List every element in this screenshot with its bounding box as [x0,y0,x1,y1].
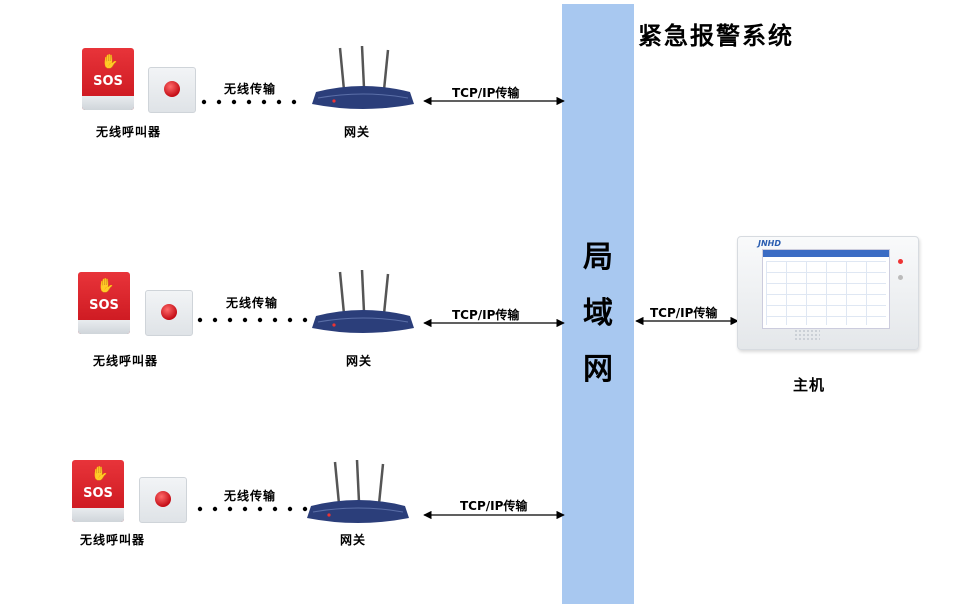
lan-label-1: 局 [583,240,613,275]
lan-bar: 局 域 网 [562,4,634,604]
router-icon [312,270,414,333]
sos-alarm-panel-icon: ✋ SOS [82,48,134,110]
row-1-dotted-link [201,99,297,105]
row-3-caller-label: 无线呼叫器 [80,533,146,547]
emergency-button-icon [145,290,193,336]
host-terminal-icon: JNHD [737,236,919,350]
router-icon [307,460,409,523]
row-2-caller-label: 无线呼叫器 [93,354,159,368]
row-1-wireless-label: 无线传输 [224,82,277,96]
host-label: 主机 [793,376,826,394]
row-3-gateway-label: 网关 [340,533,367,547]
sos-text: SOS [93,74,123,89]
row-2-dotted-link [197,317,308,323]
sos-text: SOS [89,298,119,313]
emergency-button-icon [148,67,196,113]
sos-text: SOS [83,486,113,501]
lan-label-3: 网 [583,352,613,387]
hand-icon: ✋ [101,54,119,70]
hand-icon: ✋ [97,278,115,294]
host-link-label: TCP/IP传输 [650,306,718,320]
hand-icon: ✋ [91,466,109,482]
row-1-link-label: TCP/IP传输 [452,86,520,100]
router-icon [312,46,414,109]
power-indicator [898,259,903,264]
row-3-wireless-label: 无线传输 [224,489,277,503]
row-3-dotted-link [197,506,308,512]
emergency-button-icon [139,477,187,523]
row-2-gateway-label: 网关 [346,354,373,368]
sos-alarm-panel-icon: ✋ SOS [78,272,130,334]
host-screen [762,249,890,329]
speaker-grille [794,329,820,341]
row-2-wireless-label: 无线传输 [226,296,279,310]
row-2-link-label: TCP/IP传输 [452,308,520,322]
row-1-caller-label: 无线呼叫器 [96,125,162,139]
lan-label-2: 域 [583,296,613,331]
row-1-gateway-label: 网关 [344,125,371,139]
system-title: 紧急报警系统 [638,21,794,50]
host-brand: JNHD [758,239,782,248]
row-3-link-label: TCP/IP传输 [460,499,528,513]
sos-alarm-panel-icon: ✋ SOS [72,460,124,522]
back-indicator [898,275,903,280]
